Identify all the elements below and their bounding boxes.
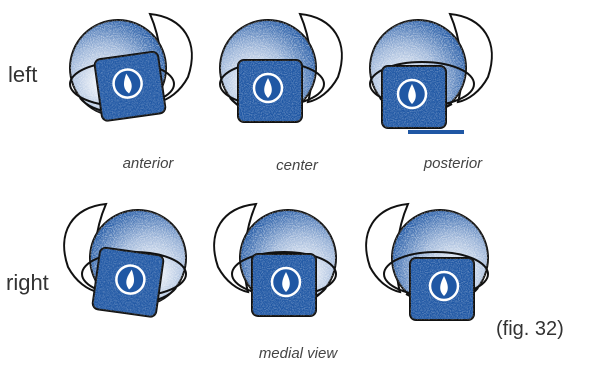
caption-center: center	[237, 157, 357, 174]
row-label-right: right	[6, 270, 49, 296]
caption-medial-view: medial view	[238, 345, 358, 362]
vertebra-right-center	[214, 204, 336, 316]
vertebra-left-posterior	[370, 14, 492, 134]
caption-posterior: posterior	[393, 155, 513, 172]
figure-number: (fig. 32)	[496, 318, 564, 341]
vertebra-left-anterior	[70, 14, 192, 121]
vertebra-right-anterior	[64, 204, 186, 317]
vertebra-right-posterior	[366, 204, 488, 320]
row-label-left: left	[8, 62, 37, 88]
caption-anterior: anterior	[88, 155, 208, 172]
vertebra-left-center	[220, 14, 342, 122]
